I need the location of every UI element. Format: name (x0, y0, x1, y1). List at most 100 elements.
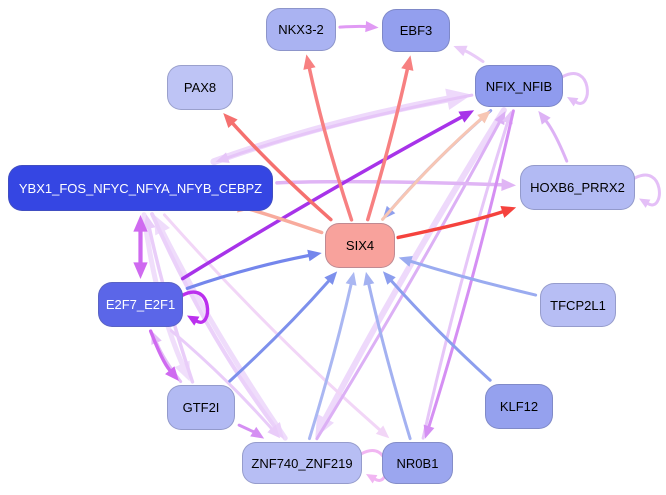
edge-nfix-nfix-self[interactable] (560, 72, 589, 107)
edge-e2f7-gtf2i-line[interactable] (148, 329, 172, 372)
edge-ybx1-znf740-line[interactable] (150, 212, 277, 429)
edge-ybx1-nr0b1-arrowhead (375, 425, 390, 439)
node-ebf3[interactable]: EBF3 (382, 9, 450, 52)
edge-nkx32-ebf3[interactable] (338, 20, 379, 33)
edge-tfcp2l1-six4-line[interactable] (409, 259, 538, 297)
edge-nr0b1-six4-line[interactable] (367, 283, 412, 441)
edge-klf12-six4-line[interactable] (390, 279, 492, 382)
edge-six4-nfix-line[interactable] (381, 117, 483, 221)
edge-e2f7-znf740-line[interactable] (169, 329, 274, 431)
edge-six4-ebf3-line[interactable] (365, 67, 410, 222)
edge-e2f7-e2f7-self[interactable] (180, 290, 210, 326)
node-znf740-znf219[interactable]: ZNF740_ZNF219 (242, 442, 362, 484)
edge-hoxb6-hoxb6-self-line[interactable] (632, 173, 661, 207)
edge-hoxb6-nfix-line[interactable] (544, 119, 569, 163)
edge-nfix-ybx1[interactable] (215, 93, 474, 163)
edge-ybx1-nr0b1[interactable] (162, 213, 390, 439)
node-e2f7-e2f1[interactable]: E2F7_E2F1 (98, 282, 183, 327)
edge-nfix-ybx1-line[interactable] (226, 93, 474, 160)
node-ybx1-fos-nfyc-nfya-nfyb-cebpz[interactable]: YBX1_FOS_NFYC_NFYA_NFYB_CEBPZ (8, 165, 273, 211)
edge-gtf2i-six4-arrowhead (324, 271, 338, 285)
edge-klf12-six4[interactable] (382, 271, 492, 382)
node-label: YBX1_FOS_NFYC_NFYA_NFYB_CEBPZ (18, 180, 263, 196)
edge-znf740-nfix[interactable] (315, 111, 506, 441)
node-pax8[interactable]: PAX8 (167, 65, 233, 110)
edge-e2f7-six4[interactable] (185, 249, 322, 290)
edge-e2f7-gtf2i[interactable] (148, 329, 179, 382)
edge-six4-nfix-arrowhead (477, 110, 491, 124)
node-nfix-nfib[interactable]: NFIX_NFIB (475, 65, 563, 107)
node-hoxb6-prrx2[interactable]: HOXB6_PRRX2 (520, 165, 635, 210)
edge-ybx1-e2f7-arrowhead (133, 215, 148, 232)
edge-ybx1-e2f7-arrowhead (133, 262, 148, 279)
edge-nfix-znf740-line[interactable] (322, 107, 507, 422)
node-tfcp2l1[interactable]: TFCP2L1 (540, 283, 616, 327)
edge-six4-hoxb6-arrowhead (500, 205, 517, 218)
edge-ybx1-hoxb6-arrowhead (501, 178, 517, 192)
edge-ybx1-hoxb6[interactable] (275, 178, 517, 192)
edge-e2f7-e2f7-self-arrowhead (187, 315, 200, 326)
edge-nfix-ebf3[interactable] (453, 45, 485, 64)
edge-six4-hoxb6[interactable] (396, 205, 517, 240)
edge-znf740-nfix-arrowhead (494, 111, 506, 126)
edge-six4-ebf3-arrowhead (401, 55, 414, 71)
node-label: GTF2I (182, 400, 220, 415)
node-gtf2i[interactable]: GTF2I (167, 385, 235, 430)
edge-znf740-six4-arrowhead (345, 271, 357, 286)
edge-e2f7-six4-arrowhead (307, 249, 322, 262)
edge-e2f7-gtf2i-arrowhead (165, 366, 179, 382)
edge-hoxb6-nfix-arrowhead (538, 110, 551, 125)
edge-e2f7-nfix-arrowhead (458, 110, 475, 123)
edge-nfix-nfix-self-line[interactable] (560, 72, 589, 105)
edge-nfix-nr0b1[interactable] (423, 109, 515, 439)
edge-nfix-ybx1-arrowhead (215, 152, 230, 163)
edge-nfix-nfix-self-arrowhead (567, 97, 579, 107)
edge-six4-hoxb6-line[interactable] (396, 210, 505, 240)
edge-nr0b1-six4[interactable] (363, 271, 412, 441)
edge-ybx1-e2f7[interactable] (133, 215, 148, 279)
edge-nfix-ebf3-line[interactable] (463, 49, 485, 64)
edge-hoxb6-hoxb6-self[interactable] (632, 173, 661, 208)
edge-gtf2i-six4[interactable] (228, 271, 338, 383)
edge-ybx1-nr0b1-line[interactable] (162, 213, 382, 432)
edge-e2f7-nfix-line[interactable] (180, 115, 464, 281)
edge-six4-ebf3[interactable] (365, 55, 414, 222)
edge-six4-pax8-line[interactable] (231, 121, 333, 222)
node-nkx3-2[interactable]: NKX3-2 (266, 8, 336, 51)
node-six4[interactable]: SIX4 (325, 223, 395, 268)
edge-tfcp2l1-six4[interactable] (398, 256, 538, 297)
edge-nfix-nr0b1-line[interactable] (427, 109, 515, 428)
node-label: TFCP2L1 (550, 297, 606, 313)
edge-six4-pax8[interactable] (223, 113, 333, 222)
node-label: PAX8 (183, 80, 217, 95)
node-label: HOXB6_PRRX2 (530, 180, 625, 195)
edge-znf740-ybx1-line[interactable] (160, 229, 288, 441)
edge-e2f7-znf740-arrowhead (267, 424, 281, 439)
node-label: SIX4 (345, 238, 375, 253)
edge-nfix-znf740[interactable] (315, 107, 507, 438)
node-klf12[interactable]: KLF12 (485, 384, 553, 429)
edge-hoxb6-nfix[interactable] (538, 110, 569, 163)
node-label: KLF12 (499, 399, 539, 414)
edge-gtf2i-znf740[interactable] (237, 423, 265, 439)
edge-ybx1-hoxb6-line[interactable] (275, 179, 504, 187)
edge-e2f7-six4-line[interactable] (185, 253, 310, 290)
edge-e2f7-e2f7-self-line[interactable] (180, 290, 210, 324)
edge-nfix-nr0b1-arrowhead (423, 424, 435, 439)
edge-gtf2i-six4-line[interactable] (228, 279, 331, 383)
node-nr0b1[interactable]: NR0B1 (382, 442, 453, 484)
edge-six4-nfix[interactable] (381, 110, 491, 221)
edge-e2f7-nfix[interactable] (180, 110, 475, 281)
edge-e2f7-znf740[interactable] (169, 329, 281, 439)
edge-six4-nkx32[interactable] (303, 54, 354, 222)
node-label: ZNF740_ZNF219 (251, 455, 353, 471)
edge-znf740-six4-line[interactable] (307, 282, 353, 441)
edge-gtf2i-znf740-line[interactable] (237, 423, 255, 434)
edge-six4-nkx32-line[interactable] (307, 66, 354, 222)
edge-znf740-six4[interactable] (307, 271, 357, 441)
edge-znf740-nfix-line[interactable] (315, 121, 501, 441)
edge-gtf2i-ybx1-arrowhead (143, 214, 156, 230)
edge-nkx32-ebf3-line[interactable] (338, 24, 368, 29)
node-label: NFIX_NFIB (485, 78, 553, 94)
